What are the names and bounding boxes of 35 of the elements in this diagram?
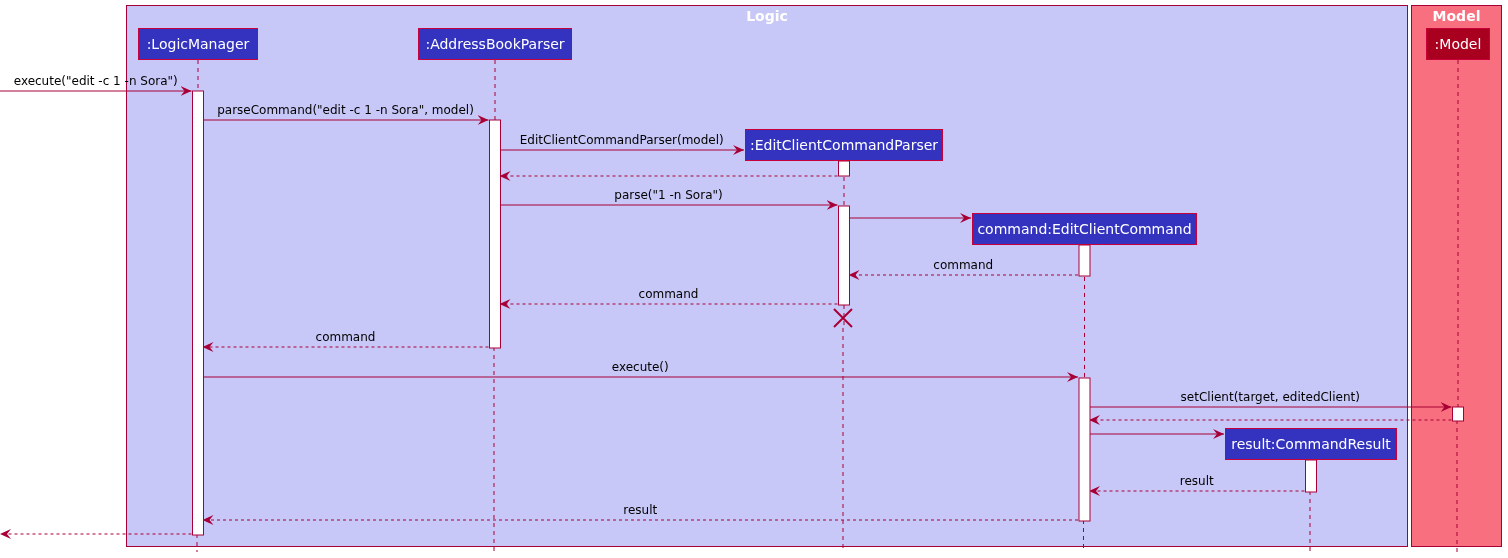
package-frame [1411, 5, 1502, 547]
message-label: EditClientCommandParser(model) [519, 133, 724, 147]
message-arrow [1088, 415, 1452, 425]
participant-box: result:CommandResult [1225, 428, 1397, 460]
message-label: parse("1 -n Sora") [614, 188, 723, 202]
message-label: parseCommand("edit -c 1 -n Sora", model) [217, 103, 474, 117]
message-label: setClient(target, editedClient) [1180, 390, 1360, 404]
message-arrow [499, 145, 745, 155]
message-arrow [848, 270, 1079, 280]
frame-title: Model [1431, 8, 1482, 24]
message-label: command [638, 287, 699, 301]
message-arrow [202, 515, 1079, 525]
participant-box: command:EditClientCommand [972, 213, 1197, 245]
message-arrow [1088, 486, 1305, 496]
participant-box: :LogicManager [138, 28, 258, 60]
message-arrow [499, 200, 838, 210]
message-label: result [623, 503, 658, 517]
package-frame [126, 5, 1408, 547]
participant-box: :EditClientCommandParser [745, 129, 943, 161]
message-arrow [1088, 402, 1452, 412]
message-arrow [0, 529, 192, 539]
participant-box: :AddressBookParser [418, 28, 572, 60]
message-arrow [202, 372, 1079, 382]
message-arrow [499, 299, 838, 309]
message-label: command [933, 258, 994, 272]
participant-box: :Model [1426, 28, 1490, 60]
message-arrow [0, 86, 192, 96]
message-arrow [848, 213, 972, 223]
message-arrow [1088, 429, 1225, 439]
message-arrow [202, 115, 489, 125]
message-label: result [1179, 474, 1214, 488]
message-arrow [499, 171, 838, 181]
message-label: command [315, 330, 376, 344]
message-label: execute() [611, 360, 669, 374]
message-arrow [202, 342, 489, 352]
